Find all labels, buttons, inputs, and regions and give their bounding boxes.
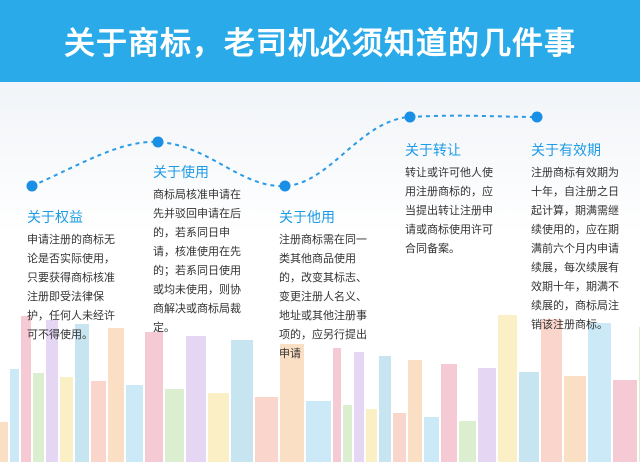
skyline-building: [441, 364, 457, 462]
skyline-building: [126, 385, 143, 462]
skyline-building: [613, 380, 637, 462]
skyline-building: [564, 376, 586, 462]
skyline-building: [459, 421, 476, 462]
skyline-building: [46, 320, 58, 462]
skyline-building: [255, 397, 278, 462]
item-transfer: 关于转让 转让或许可他人使用注册商标的，应当提出转让注册申请或商标使用许可合同备…: [405, 140, 497, 259]
item-rights: 关于权益 申请注册的商标无论是否实际使用，只要获得商标核准注册即受法律保护，任何…: [27, 207, 119, 345]
item-heading: 关于他用: [279, 209, 335, 225]
background: [0, 82, 640, 462]
item-heading: 关于有效期: [531, 142, 601, 158]
skyline-building: [280, 344, 304, 462]
timeline-dot: [531, 111, 543, 123]
skyline-building: [541, 319, 562, 462]
skyline-building: [33, 373, 44, 462]
skyline-building: [588, 323, 611, 462]
page-title: 关于商标，老司机必须知道的几件事: [64, 26, 576, 61]
item-text: 注册商标有效期为十年，自注册之日起计算，期满需继续使用的，应在期满前六个月内申请…: [531, 167, 619, 331]
skyline-building: [0, 422, 8, 462]
timeline-dot: [404, 111, 416, 123]
item-heading: 关于使用: [153, 164, 209, 180]
item-validity: 关于有效期 注册商标有效期为十年，自注册之日起计算，期满需继续使用的，应在期满前…: [531, 140, 623, 335]
skyline-building: [408, 360, 422, 462]
skyline-building: [231, 340, 253, 462]
skyline-building: [91, 381, 106, 462]
skyline-building: [519, 372, 539, 462]
skyline-building: [208, 393, 229, 462]
skyline-building: [366, 409, 377, 462]
skyline-building: [424, 417, 439, 462]
skyline-building: [10, 369, 19, 462]
skyline-building: [60, 377, 73, 462]
item-text: 商标局核准申请在先并驳回申请在后的，若系同日申请，核准使用在先的；若系同日使用或…: [153, 189, 241, 334]
item-other-use: 关于他用 注册商标需在同一类其他商品使用的，改变其标志、变更注册人名义、地址或其…: [279, 207, 371, 364]
skyline-building: [306, 401, 331, 462]
item-text: 申请注册的商标无论是否实际使用，只要获得商标核准注册即受法律保护，任何人未经许可…: [27, 234, 115, 341]
skyline-building: [379, 356, 391, 462]
skyline-building: [21, 316, 31, 462]
item-heading: 关于转让: [405, 142, 461, 158]
item-text: 转让或许可他人使用注册商标的，应当提出转让注册申请或商标使用许可合同备案。: [405, 167, 493, 255]
skyline-building: [393, 413, 406, 462]
header-banner: 关于商标，老司机必须知道的几件事: [0, 0, 640, 82]
skyline-building: [145, 332, 163, 462]
skyline-building: [165, 389, 184, 462]
skyline-building: [478, 368, 496, 462]
skyline-building: [108, 328, 124, 462]
skyline-building: [498, 315, 517, 462]
item-usage: 关于使用 商标局核准申请在先并驳回申请在后的，若系同日申请，核准使用在先的；若系…: [153, 162, 245, 338]
item-text: 注册商标需在同一类其他商品使用的，改变其标志、变更注册人名义、地址或其他注册事项…: [279, 234, 367, 360]
skyline-building: [186, 336, 206, 462]
timeline-dot: [152, 136, 164, 148]
skyline-building: [75, 324, 89, 462]
timeline-dot: [279, 180, 291, 192]
skyline-building: [354, 352, 364, 462]
skyline-building: [343, 405, 352, 462]
timeline-dot: [26, 180, 38, 192]
skyline-building: [333, 348, 341, 462]
item-heading: 关于权益: [27, 209, 83, 225]
